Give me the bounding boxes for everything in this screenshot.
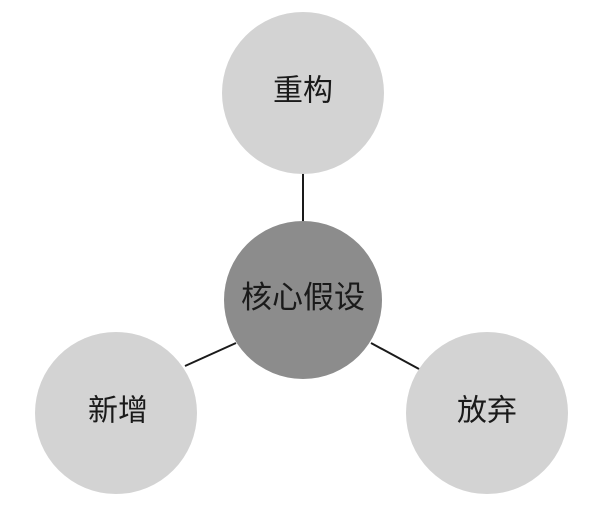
node-right: 放弃: [406, 332, 568, 494]
node-left-circle: [35, 332, 197, 494]
node-top-circle: [222, 12, 384, 174]
node-center: 核心假设: [224, 221, 382, 379]
node-top: 重构: [222, 12, 384, 174]
connector-right: [370, 342, 420, 370]
connector-left: [184, 342, 237, 367]
node-center-label: 核心假设: [241, 280, 365, 316]
node-left-label: 新增: [88, 394, 148, 429]
node-right-label: 放弃: [457, 394, 517, 429]
node-right-circle: [406, 332, 568, 494]
node-left: 新增: [35, 332, 197, 494]
node-center-circle: [224, 221, 382, 379]
node-top-label: 重构: [273, 74, 333, 109]
